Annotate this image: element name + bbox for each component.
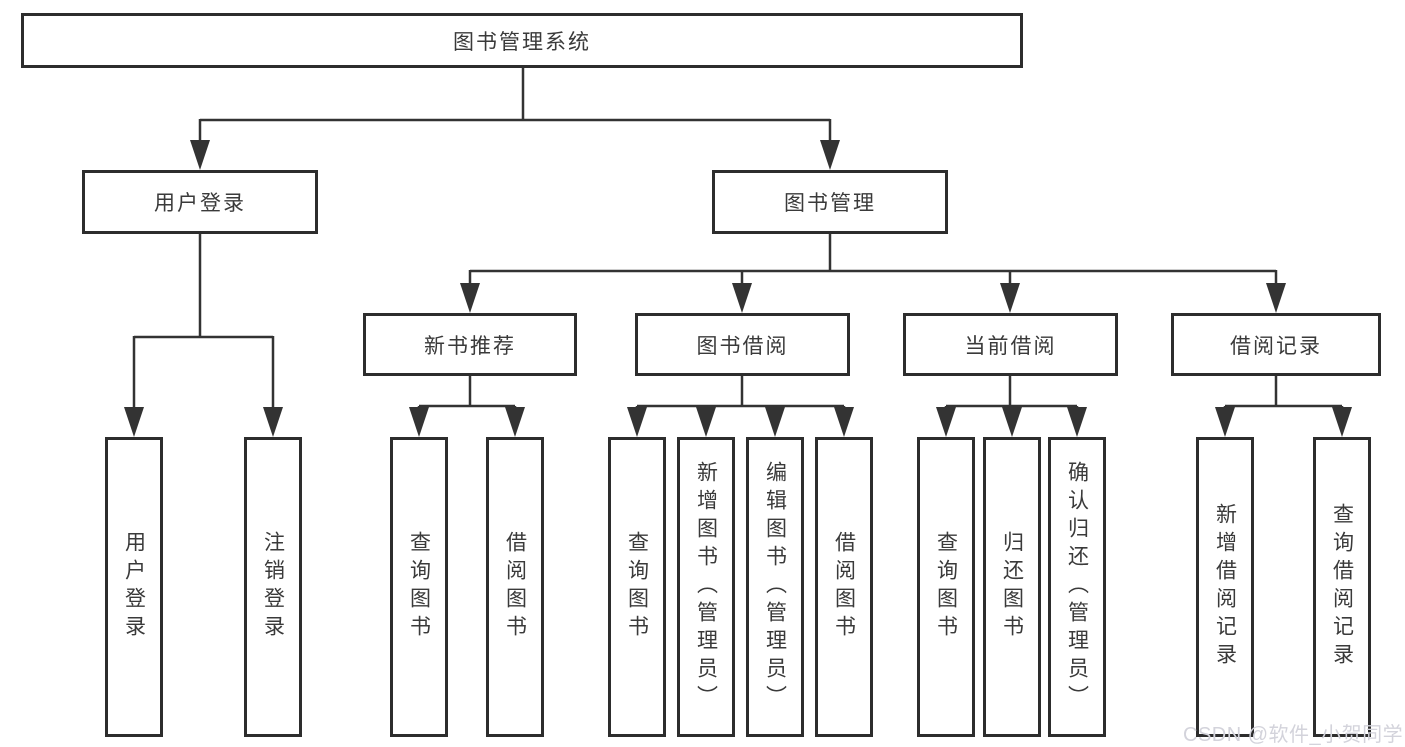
leaf-current-return-book: 归还图书 bbox=[983, 437, 1041, 737]
leaf-recommend-query-book-label: 查询图书 bbox=[407, 531, 431, 643]
leaf-recommend-borrow-book-label: 借阅图书 bbox=[503, 531, 527, 643]
node-root-label: 图书管理系统 bbox=[453, 30, 591, 54]
leaf-logout-label: 注销登录 bbox=[261, 531, 285, 643]
leaf-recommend-query-book: 查询图书 bbox=[390, 437, 448, 737]
leaf-borrow-add-book-label: 新增图书（管理员） bbox=[694, 461, 718, 713]
leaf-current-confirm-return-label: 确认归还（管理员） bbox=[1065, 461, 1089, 713]
node-user-login-label: 用户登录 bbox=[154, 192, 246, 215]
leaf-record-add-label: 新增借阅记录 bbox=[1213, 503, 1237, 671]
leaf-current-query-book: 查询图书 bbox=[917, 437, 975, 737]
node-book-management-label: 图书管理 bbox=[784, 192, 876, 215]
node-book-borrow: 图书借阅 bbox=[635, 313, 850, 376]
leaf-record-query: 查询借阅记录 bbox=[1313, 437, 1371, 737]
leaf-recommend-borrow-book: 借阅图书 bbox=[486, 437, 544, 737]
node-borrow-record-label: 借阅记录 bbox=[1230, 334, 1322, 358]
leaf-user-login: 用户登录 bbox=[105, 437, 163, 737]
watermark-text: CSDN @软件_小贺同学 bbox=[1183, 724, 1404, 746]
leaf-borrow-query-book: 查询图书 bbox=[608, 437, 666, 737]
leaf-user-login-label: 用户登录 bbox=[122, 531, 146, 643]
leaf-borrow-edit-book-label: 编辑图书（管理员） bbox=[763, 461, 787, 713]
leaf-record-query-label: 查询借阅记录 bbox=[1330, 503, 1354, 671]
node-book-management: 图书管理 bbox=[712, 170, 948, 234]
node-current-borrow: 当前借阅 bbox=[903, 313, 1118, 376]
node-borrow-record: 借阅记录 bbox=[1171, 313, 1381, 376]
leaf-borrow-borrow-book-label: 借阅图书 bbox=[832, 531, 856, 643]
node-root: 图书管理系统 bbox=[21, 13, 1023, 68]
leaf-borrow-borrow-book: 借阅图书 bbox=[815, 437, 873, 737]
leaf-borrow-add-book: 新增图书（管理员） bbox=[677, 437, 735, 737]
node-book-borrow-label: 图书借阅 bbox=[696, 334, 789, 358]
leaf-record-add: 新增借阅记录 bbox=[1196, 437, 1254, 737]
connector-arrowheads bbox=[124, 140, 1352, 437]
node-new-book-recommend: 新书推荐 bbox=[363, 313, 577, 376]
node-current-borrow-label: 当前借阅 bbox=[964, 334, 1057, 358]
node-user-login: 用户登录 bbox=[82, 170, 318, 234]
leaf-borrow-query-book-label: 查询图书 bbox=[625, 531, 649, 643]
leaf-current-query-book-label: 查询图书 bbox=[934, 531, 958, 643]
leaf-current-return-book-label: 归还图书 bbox=[1000, 531, 1024, 643]
leaf-logout: 注销登录 bbox=[244, 437, 302, 737]
leaf-borrow-edit-book: 编辑图书（管理员） bbox=[746, 437, 804, 737]
leaf-current-confirm-return: 确认归还（管理员） bbox=[1048, 437, 1106, 737]
node-new-book-recommend-label: 新书推荐 bbox=[424, 334, 516, 358]
